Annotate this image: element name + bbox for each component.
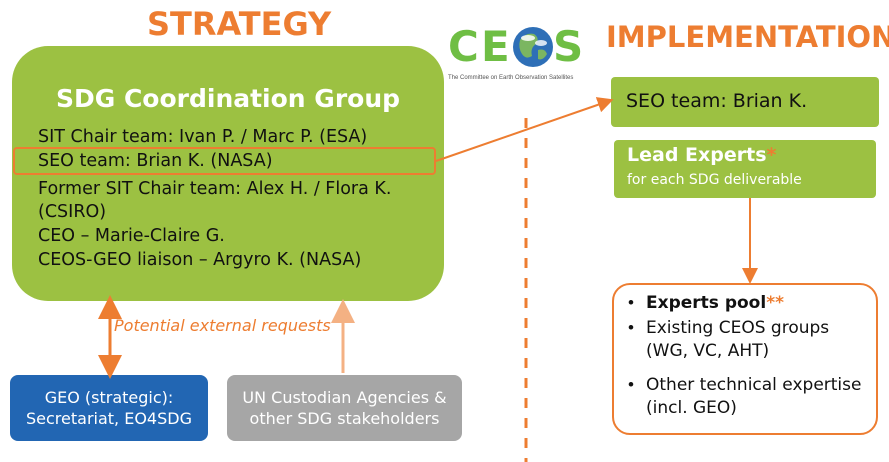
logo-letter-s: S [553,22,584,71]
un-line1: UN Custodian Agencies & [242,388,447,407]
existing-groups-line2: (WG, VC, AHT) [646,341,770,361]
sdg-group-title: SDG Coordination Group [55,84,401,113]
seo-team-highlight [13,147,436,175]
geo-line1: GEO (strategic): [44,388,174,407]
experts-pool-stars: ** [766,293,784,313]
un-line2: other SDG stakeholders [249,409,440,428]
bullet-icon: • [628,293,634,312]
lead-experts-box [614,140,876,198]
external-requests-label: Potential external requests [114,316,331,335]
member-seo-team: SEO team: Brian K. (NASA) [38,151,273,171]
logo-letter-c: C [448,22,479,71]
geo-strategic-box: GEO (strategic): Secretariat, EO4SDG [10,375,208,441]
lead-experts-label: Lead Experts [627,144,767,166]
logo-letter-e: E [481,22,510,71]
other-expertise-line1: Other technical expertise [646,375,862,395]
member-ceo: CEO – Marie-Claire G. [38,226,225,246]
lead-experts-subtitle: for each SDG deliverable [627,172,802,188]
un-custodian-box: UN Custodian Agencies & other SDG stakeh… [227,375,462,441]
seo-team-arrow [435,97,614,162]
bullet-icon: • [628,375,634,394]
globe-icon [513,27,553,67]
logo-tagline: The Committee on Earth Observation Satel… [448,75,574,81]
strategy-heading: STRATEGY [147,5,332,43]
lead-experts-star: * [766,144,777,166]
geo-line2: Secretariat, EO4SDG [26,409,192,428]
experts-pool-item: Experts pool** [646,293,784,314]
existing-groups-line1: Existing CEOS groups [646,318,830,338]
member-former-sit-chair: Former SIT Chair team: Alex H. / Flora K… [38,179,392,199]
member-ceos-geo-liaison: CEOS-GEO liaison – Argyro K. (NASA) [38,250,362,270]
member-former-sit-chair-org: (CSIRO) [38,202,107,222]
seo-team-box [611,77,879,127]
experts-pool-label: Experts pool [646,293,767,313]
ceos-logo: C E S The Committee on Earth Observation… [448,22,588,92]
bullet-icon: • [628,318,634,337]
member-sit-chair: SIT Chair team: Ivan P. / Marc P. (ESA) [38,127,368,147]
implementation-heading: IMPLEMENTATION [606,20,889,54]
seo-team-label: SEO team: Brian K. [626,90,808,112]
other-expertise-line2: (incl. GEO) [646,398,737,418]
lead-experts-title: Lead Experts* [627,144,776,166]
experts-pool-box [612,283,878,435]
